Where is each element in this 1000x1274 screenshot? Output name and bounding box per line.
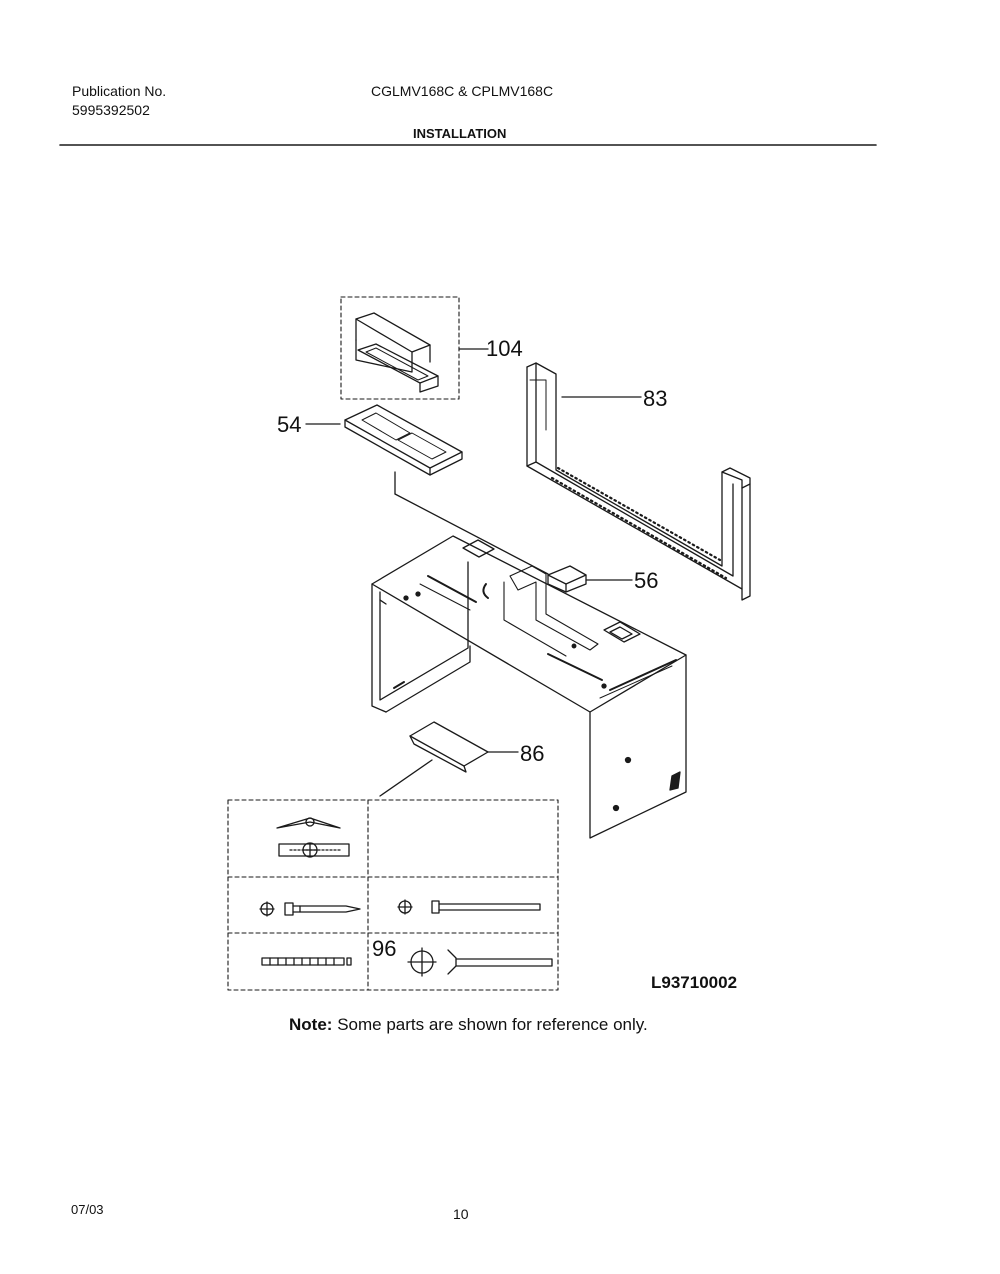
part-83-drawing bbox=[527, 363, 750, 600]
part-56-drawing bbox=[548, 566, 632, 592]
hardware-spacer-strip bbox=[262, 958, 351, 965]
part-86-drawing bbox=[380, 722, 518, 796]
publication-number: 5995392502 bbox=[72, 102, 150, 118]
section-title: INSTALLATION bbox=[413, 126, 507, 141]
note-label: Note: bbox=[289, 1015, 333, 1034]
footer-date: 07/03 bbox=[71, 1202, 104, 1217]
reference-note: Note: Some parts are shown for reference… bbox=[289, 1015, 648, 1035]
callout-54: 54 bbox=[277, 412, 301, 437]
part-96-drawing bbox=[408, 948, 552, 976]
callout-56: 56 bbox=[634, 568, 658, 593]
callout-86: 86 bbox=[520, 741, 544, 766]
hardware-screw-2 bbox=[398, 900, 540, 914]
publication-label: Publication No. bbox=[72, 83, 167, 99]
hardware-toggle-bolt bbox=[277, 818, 349, 857]
callout-83: 83 bbox=[643, 386, 667, 411]
page-number: 10 bbox=[453, 1206, 469, 1222]
callout-104: 104 bbox=[486, 336, 523, 361]
part-54-drawing bbox=[306, 405, 548, 574]
hardware-grid bbox=[228, 800, 558, 990]
hardware-screw-1 bbox=[260, 902, 360, 916]
note-text: Some parts are shown for reference only. bbox=[337, 1015, 648, 1034]
drawing-code: L93710002 bbox=[651, 973, 738, 992]
model-numbers: CGLMV168C & CPLMV168C bbox=[371, 83, 554, 99]
part-104-drawing bbox=[341, 297, 488, 399]
cabinet-top-plate-drawing bbox=[372, 536, 686, 838]
callout-96: 96 bbox=[372, 936, 396, 961]
